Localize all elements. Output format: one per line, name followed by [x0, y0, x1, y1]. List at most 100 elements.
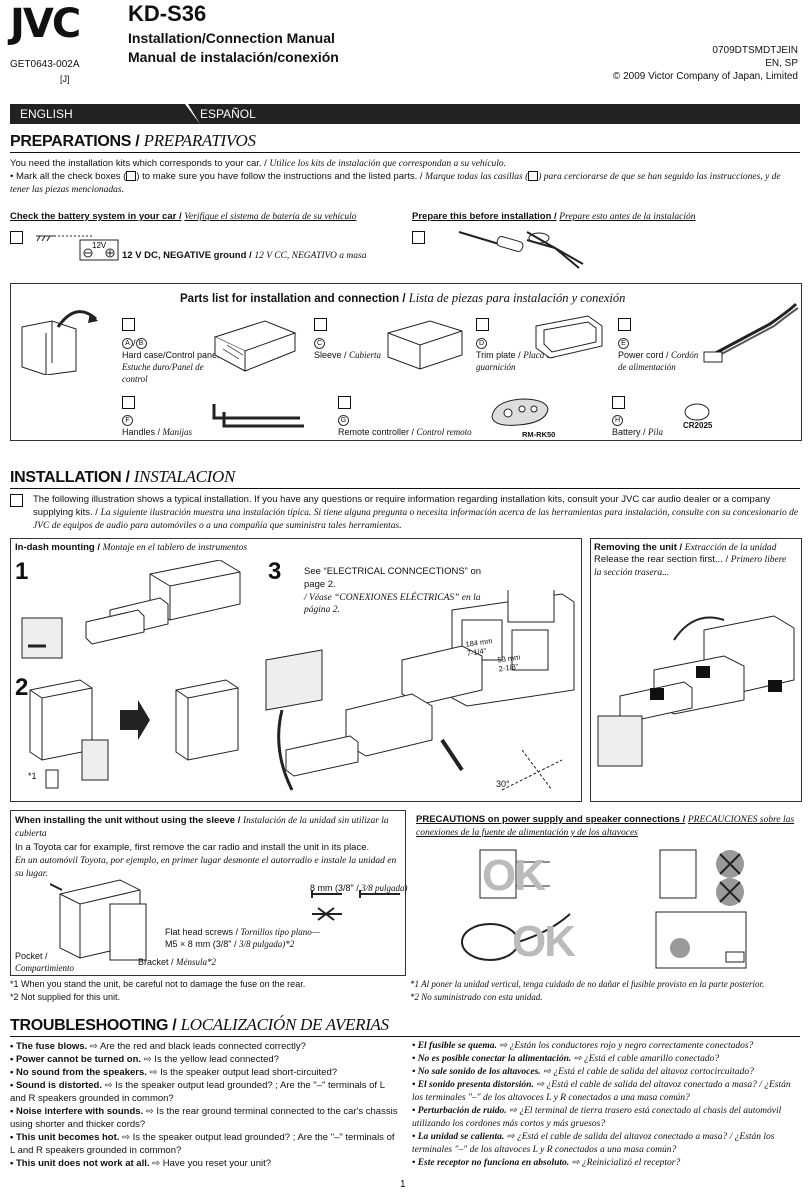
lang-spanish: ESPAÑOL [188, 104, 800, 124]
power-cord-icon [703, 302, 799, 363]
tb-item-en: • No sound from the speakers. ⇨ Is the s… [10, 1067, 338, 1078]
box-icon [21, 310, 98, 375]
tb-item-es: • El sonido presenta distorsión. ⇨ ¿Está… [412, 1080, 791, 1103]
manual-title-es: Manual de instalación/conexión [128, 49, 339, 65]
indash-step1-2-illustration [21, 560, 241, 789]
footnote-1-es: *1 Al poner la unidad vertical, tenga cu… [410, 979, 765, 989]
page-number: 1 [400, 1179, 406, 1190]
checkbox-icon [528, 171, 539, 182]
screw-size: 8 mm (3/8" / 3/8 pulgada) [310, 883, 408, 893]
divider [10, 1036, 800, 1037]
parts-list-title: Parts list for installation and connecti… [180, 291, 626, 305]
tb-item-es: • La unidad se calienta. ⇨ ¿Está el cabl… [412, 1132, 775, 1155]
see-electrical: See “ELECTRICAL CONNCECTIONS” on page 2.… [304, 566, 482, 616]
removing-illustration [597, 615, 795, 767]
removing-panel [590, 538, 802, 802]
troubleshooting-heading: TROUBLESHOOTING / LOCALIZACIÓN DE AVERIA… [10, 1015, 389, 1034]
troubleshooting-es: • El fusible se quema. ⇨ ¿Están los cond… [412, 1040, 804, 1170]
installation-heading: INSTALLATION / INSTALACION [10, 467, 236, 486]
languages: EN, SP [765, 58, 798, 69]
header-meta: 0709DTSMDTJEIN EN, SP © 2009 Victor Comp… [613, 44, 798, 83]
part-d-label: Trim plate / Placa de guarnición [476, 350, 555, 373]
divider [10, 152, 800, 153]
prepare-checkbox[interactable] [412, 231, 425, 244]
note-star-1: *1 [28, 771, 37, 781]
precautions-illustration [461, 849, 747, 969]
tb-item-es: • El fusible se quema. ⇨ ¿Están los cond… [412, 1041, 754, 1051]
tb-item-en: • Noise interfere with sounds. ⇨ Is the … [10, 1106, 398, 1130]
part-g-label: Remote controller / Control remoto [338, 427, 472, 437]
tb-item-en: • This unit becomes hot. ⇨ Is the speake… [10, 1132, 395, 1156]
bracket-label: Bracket / Ménsula*2 [138, 957, 217, 967]
without-sleeve-illustration [50, 879, 400, 961]
tb-item-en: • Power cannot be turned on. ⇨ Is the ye… [10, 1054, 279, 1065]
battery-checkbox[interactable] [10, 231, 23, 244]
removing-heading: Removing the unit / Extracción de la uni… [594, 542, 777, 553]
footnote-1-en: *1 When you stand the unit, be careful n… [10, 979, 306, 989]
tb-item-en: • Sound is distorted. ⇨ Is the speaker o… [10, 1080, 385, 1104]
tb-item-en: • The fuse blows. ⇨ Are the red and blac… [10, 1041, 306, 1052]
checkbox-icon [126, 171, 137, 182]
footnote-2-en: *2 Not supplied for this unit. [10, 992, 121, 1002]
pocket-label: Pocket /Compartimiento [15, 951, 75, 974]
divider [10, 488, 800, 489]
part-e-checkbox[interactable] [618, 318, 631, 331]
without-sleeve-panel [10, 810, 406, 976]
ok-mark-1: OK [482, 851, 546, 900]
part-a-checkbox[interactable] [122, 318, 135, 331]
part-d-letter: D [476, 337, 487, 350]
precautions-heading: PRECAUTIONS on power supply and speaker … [416, 814, 795, 838]
parts-list-box [10, 283, 802, 441]
language-bar: ESPAÑOL ENGLISH [0, 104, 808, 124]
copyright: © 2009 Victor Company of Japan, Limited [612, 71, 798, 82]
part-d-checkbox[interactable] [476, 318, 489, 331]
sleeve-icon [387, 320, 463, 370]
tools-icon [458, 231, 584, 269]
tb-item-es: • No sale sonido de los altavoces. ⇨ ¿Es… [412, 1067, 754, 1077]
doc-code: 0709DTSMDTJEIN [712, 45, 798, 56]
part-c-letter: C [314, 337, 325, 350]
part-e-letter: E [618, 337, 629, 350]
step-3: 3 [268, 558, 282, 585]
manual-title-en: Installation/Connection Manual [128, 30, 335, 46]
model-name: KD-S36 [128, 1, 207, 26]
indash-heading: In-dash mounting / Montaje en el tablero… [15, 542, 248, 553]
battery-text: 12 V DC, NEGATIVE ground / 12 V CC, NEGA… [122, 250, 367, 261]
part-g-checkbox[interactable] [338, 396, 351, 409]
without-sleeve-text: In a Toyota car for example, first remov… [15, 842, 397, 879]
lang-english: ENGLISH [10, 104, 200, 124]
part-number: GET0643-002A [10, 59, 80, 70]
preparations-mark: • Mark all the check boxes () to make su… [10, 171, 781, 195]
step-2: 2 [15, 674, 29, 701]
part-suffix: [J] [60, 74, 70, 84]
part-f-label: Handles / Manijas [122, 427, 193, 437]
part-g-letter: G [338, 414, 349, 427]
part-c-checkbox[interactable] [314, 318, 327, 331]
part-f-checkbox[interactable] [122, 396, 135, 409]
flat-head-screws: Flat head screws / Tornillos tipo plano—… [165, 927, 320, 950]
battery-label: 12V [92, 241, 107, 250]
trim-plate-icon [535, 315, 603, 359]
remote-model: RM-RK50 [522, 430, 556, 439]
installation-checkbox[interactable] [10, 494, 23, 507]
part-h-letter: H [612, 414, 623, 427]
troubleshooting-en: • The fuse blows. ⇨ Are the red and blac… [10, 1040, 402, 1170]
battery-diagram-icon: 12V [36, 235, 119, 261]
ok-mark-2: OK [512, 917, 576, 966]
tb-item-en: • This unit does not work at all. ⇨ Have… [10, 1158, 272, 1169]
part-f-letter: F [122, 414, 133, 427]
tb-item-es: • Perturbación de ruido. ⇨ ¿El terminal … [412, 1106, 782, 1129]
footnote-2-es: *2 No suministrado con esta unidad. [410, 992, 543, 1002]
part-h-checkbox[interactable] [612, 396, 625, 409]
preparations-heading: PREPARATIONS / PREPARATIVOS [10, 131, 256, 150]
installation-intro: The following illustration shows a typic… [33, 494, 799, 531]
battery-heading: Check the battery system in your car / V… [10, 211, 357, 222]
prepare-heading: Prepare this before installation / Prepa… [412, 211, 696, 222]
indash-step3-illustration [265, 590, 575, 791]
hard-case-icon [213, 320, 297, 372]
removing-text: Release the rear section first... / Prim… [594, 554, 787, 578]
battery-coin-icon [684, 403, 710, 421]
